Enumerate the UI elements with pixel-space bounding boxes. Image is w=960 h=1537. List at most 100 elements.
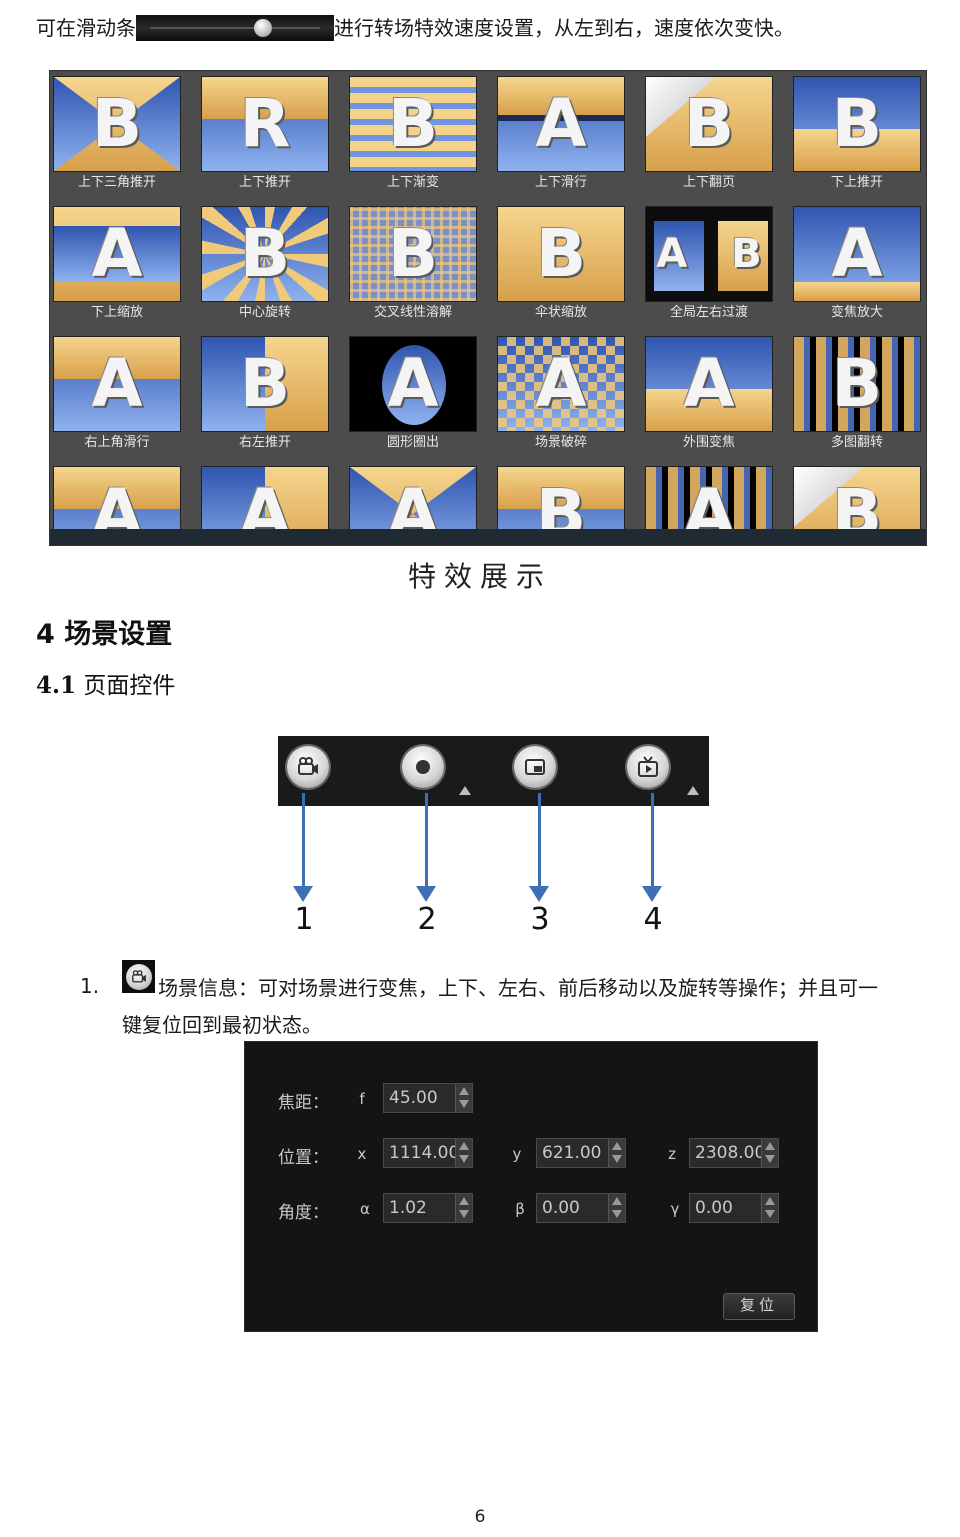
effect-tile[interactable]: B 下上推开 — [793, 76, 921, 200]
effect-tile[interactable]: B 上下三角推开 — [53, 76, 181, 200]
axis-label-z: z — [668, 1145, 676, 1163]
effect-thumbnail: B — [793, 336, 921, 432]
effect-thumbnail-letter: A — [387, 345, 439, 422]
angle-alpha-spinbox[interactable]: 1.02 — [383, 1193, 473, 1223]
effect-thumbnail-letter: B — [683, 85, 735, 162]
effect-tile[interactable]: B 伞状缩放 — [497, 206, 625, 330]
effect-thumbnail: B — [349, 206, 477, 302]
effect-tile[interactable]: A 场景破碎 — [497, 336, 625, 460]
effect-thumbnail-letter: B — [91, 85, 143, 162]
callout-number: 1 — [294, 902, 314, 937]
callout-number: 2 — [417, 902, 437, 937]
callout-arrow-head-icon — [642, 886, 662, 902]
effect-tile[interactable]: B 交叉线性溶解 — [349, 206, 477, 330]
speed-slider-image — [136, 15, 334, 41]
effect-tile[interactable]: B 上下翻页 — [645, 76, 773, 200]
effect-thumbnail-letter: B — [535, 215, 587, 292]
callout-arrow-head-icon — [416, 886, 436, 902]
focal-label: 焦距： — [278, 1093, 329, 1113]
callout-arrow-line — [425, 793, 428, 890]
angle-gamma-spinbox[interactable]: 0.00 — [689, 1193, 779, 1223]
effect-label: 上下翻页 — [682, 175, 735, 190]
list-item-text: 场景信息：可对场景进行变焦，上下、左右、前后移动以及旋转等操作；并且可一 — [158, 976, 878, 1000]
effect-label: 右左推开 — [238, 435, 291, 450]
effect-thumbnail: A — [53, 206, 181, 302]
effect-thumbnail-letter: A — [91, 215, 143, 292]
effect-thumbnail: B — [645, 76, 773, 172]
tv-icon — [627, 746, 669, 788]
effect-label: 伞状缩放 — [534, 305, 587, 320]
dropdown-triangle-icon — [459, 786, 471, 795]
focal-spinbox[interactable]: 45.00 — [383, 1083, 473, 1113]
gallery-bottom-bar — [50, 529, 926, 545]
axis-label-y: y — [512, 1145, 522, 1163]
effect-thumbnail: B — [201, 336, 329, 432]
effect-label: 上下推开 — [238, 175, 291, 190]
effect-thumbnail: R — [201, 76, 329, 172]
callout-number: 4 — [643, 902, 663, 937]
effect-thumbnail: B — [793, 76, 921, 172]
section-heading: 4 场景设置 — [36, 619, 173, 650]
angle-label: 角度： — [278, 1203, 329, 1223]
effect-label: 外围变焦 — [682, 435, 735, 450]
slider-knob-icon — [254, 19, 272, 37]
effect-tile[interactable]: R 上下推开 — [201, 76, 329, 200]
intro-text-after: 进行转场特效速度设置，从左到右，速度依次变快。 — [334, 16, 794, 40]
effect-thumbnail-letter: R — [239, 85, 291, 162]
effect-thumbnail: A — [497, 336, 625, 432]
figure-caption: 特效展示 — [407, 560, 552, 593]
axis-label-f: f — [359, 1090, 365, 1108]
effect-thumbnail: B — [497, 206, 625, 302]
effect-tile[interactable]: A 右上角滑行 — [53, 336, 181, 460]
position-z-spinbox[interactable]: 2308.00 — [689, 1138, 779, 1168]
list-item-text-cont: 键复位回到最初状态。 — [122, 1013, 322, 1037]
callout-arrow-head-icon — [293, 886, 313, 902]
effect-thumbnail: B — [53, 76, 181, 172]
pip-icon — [514, 746, 556, 788]
effect-thumbnail-letter: A — [831, 215, 883, 292]
effect-label: 交叉线性溶解 — [373, 305, 452, 320]
effect-label: 下上推开 — [830, 175, 883, 190]
effect-thumbnail-letter: B — [387, 215, 439, 292]
list-item-number: 1. — [80, 974, 100, 998]
axis-label-gamma: γ — [670, 1200, 680, 1218]
callout-arrow-head-icon — [529, 886, 549, 902]
effect-label: 场景破碎 — [534, 435, 587, 450]
effect-thumbnail: A — [793, 206, 921, 302]
effect-label: 右上角滑行 — [84, 435, 150, 450]
scene-info-panel: 焦距： 位置： 角度： f 45.00 x 1114.00 y 621.00 z… — [244, 1041, 818, 1332]
effect-tile[interactable]: B 中心旋转 — [201, 206, 329, 330]
effect-thumbnail: A — [645, 336, 773, 432]
angle-beta-spinbox[interactable]: 0.00 — [536, 1193, 626, 1223]
effect-thumbnail-letter: B — [831, 345, 883, 422]
effect-thumbnail: A — [53, 336, 181, 432]
effect-thumbnail-letter: A — [535, 85, 587, 162]
effect-tile[interactable]: B 右左推开 — [201, 336, 329, 460]
callout-arrow-line — [651, 793, 654, 890]
effect-tile[interactable]: A 外围变焦 — [645, 336, 773, 460]
scene-info-camera-icon — [122, 960, 155, 993]
callout-arrow-line — [302, 793, 305, 890]
position-x-spinbox[interactable]: 1114.00 — [383, 1138, 473, 1168]
camera-icon — [287, 746, 329, 788]
reset-button[interactable]: 复位 — [723, 1293, 795, 1320]
effect-thumbnail: A — [497, 76, 625, 172]
intro-text-before: 可在滑动条 — [36, 16, 136, 40]
effect-label: 上下三角推开 — [77, 175, 156, 190]
effect-tile[interactable]: A 上下滑行 — [497, 76, 625, 200]
effect-label: 上下滑行 — [534, 175, 587, 190]
effect-thumbnail: B — [201, 206, 329, 302]
position-y-spinbox[interactable]: 621.00 — [536, 1138, 626, 1168]
dropdown-triangle-icon — [687, 786, 699, 795]
axis-label-x: x — [357, 1145, 367, 1163]
effect-label: 中心旋转 — [238, 305, 291, 320]
callout-number: 3 — [530, 902, 550, 937]
effect-thumbnail-letter: A B — [656, 231, 762, 277]
